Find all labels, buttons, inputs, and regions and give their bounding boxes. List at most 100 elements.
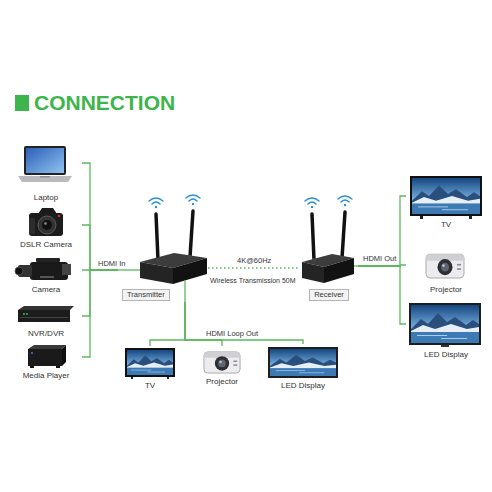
node-label: TV: [145, 381, 155, 391]
node-label: Media Player: [23, 371, 70, 381]
dslr-icon: [42, 220, 52, 230]
led-display-icon: [411, 305, 479, 343]
laptop-icon: [18, 146, 72, 182]
device-label: Transmitter: [122, 289, 170, 301]
wifi-symbol: [305, 198, 319, 201]
led-display-icon: [270, 349, 336, 376]
diagram-title: CONNECTION: [34, 91, 175, 115]
transmitter-node: Transmitter: [118, 252, 208, 302]
dslr-icon: [38, 216, 56, 234]
wifi-symbol: [149, 195, 200, 208]
node-label: NVR/DVR: [28, 329, 64, 339]
receiver-device: [342, 212, 345, 258]
display-node: TV: [406, 174, 486, 230]
receiver-device: [302, 262, 324, 283]
device-node: Laptop: [10, 143, 82, 203]
receiver-device: [340, 256, 344, 260]
hdmi-connector: [82, 270, 118, 316]
display-node: Projector: [196, 346, 248, 387]
tv-icon: [420, 216, 423, 219]
device-node: Media Player: [10, 344, 82, 381]
tv-icon: [131, 377, 133, 379]
camcorder-icon: [15, 258, 71, 280]
wifi-symbol: [152, 202, 160, 204]
dslr-icon: [58, 215, 60, 217]
wifi-symbol: [192, 203, 194, 205]
wifi-symbol: [155, 206, 157, 208]
projector-icon: [204, 352, 240, 373]
receiver-node: Receiver: [300, 252, 358, 302]
camcorder-icon: [40, 276, 54, 278]
hdmi-connector: [185, 302, 303, 344]
wifi-symbol: [341, 200, 349, 202]
wifi-symbol: [189, 199, 197, 201]
wire-stub: [118, 266, 358, 302]
hdmi-connector: [358, 266, 406, 324]
camcorder-icon: [36, 258, 60, 262]
media-player-icon: [28, 345, 66, 368]
laptop-icon: [18, 176, 72, 182]
title-mark: [15, 95, 29, 111]
media-player-icon: [56, 366, 60, 368]
led-display-icon: [409, 303, 481, 345]
projector-icon: [426, 254, 464, 278]
node-label: Laptop: [34, 193, 58, 203]
transmitter-device: [156, 258, 160, 262]
media-player-icon: [28, 349, 62, 366]
transmitter-device: [140, 211, 207, 284]
node-label: Camera: [32, 285, 60, 295]
receiver-device: [312, 258, 316, 262]
tv-icon: [127, 350, 173, 375]
tv-icon: [410, 176, 482, 216]
led-display-icon: [441, 345, 449, 347]
nvr-icon: [20, 317, 68, 318]
device-label: Receiver: [309, 289, 349, 301]
hdmi-connector: [208, 267, 300, 269]
nvr-icon: [18, 306, 74, 310]
display-node: Projector: [406, 249, 486, 295]
nvr-icon: [23, 313, 25, 315]
wifi-symbol: [344, 204, 346, 206]
projector-icon: [204, 352, 240, 373]
device-node: Camera: [10, 256, 82, 295]
hdmi-connector: [358, 196, 406, 266]
tv-icon: [410, 176, 482, 219]
transmitter-device: [140, 262, 173, 284]
wifi-symbol: [149, 198, 163, 201]
camcorder-icon: [15, 267, 23, 275]
hdmi-connector: [150, 302, 185, 346]
node-label: Projector: [430, 285, 462, 295]
nvr-icon: [18, 310, 70, 322]
display-node: LED Display: [406, 301, 486, 360]
hdmi-connector: [82, 270, 118, 357]
media-player-icon: [30, 366, 34, 368]
dslr-icon: [29, 208, 63, 236]
device-node: DSLR Camera: [10, 208, 82, 250]
wire-stub: [118, 269, 140, 270]
connection-label: HDMI Loop Out: [205, 329, 259, 338]
dslr-icon: [29, 213, 63, 236]
nvr-icon: [26, 313, 28, 315]
wifi-symbol: [308, 202, 316, 204]
connection-label: HDMI Out: [362, 254, 397, 263]
wifi-symbol: [305, 196, 352, 208]
dslr-icon: [29, 218, 35, 234]
wifi-symbol: [186, 195, 200, 198]
transmitter-device: [188, 255, 192, 259]
projector-icon: [426, 254, 464, 278]
tv-icon: [167, 377, 169, 379]
laptop-icon: [26, 148, 64, 173]
led-display-icon: [268, 347, 338, 378]
transmitter-device: [190, 211, 193, 257]
receiver-device: [312, 214, 314, 260]
node-label: LED Display: [424, 350, 468, 360]
wifi-symbol: [338, 196, 352, 199]
camcorder-icon: [62, 264, 71, 275]
led-display-icon: [409, 303, 481, 347]
hdmi-connector: [82, 163, 118, 270]
tv-icon: [125, 348, 175, 377]
